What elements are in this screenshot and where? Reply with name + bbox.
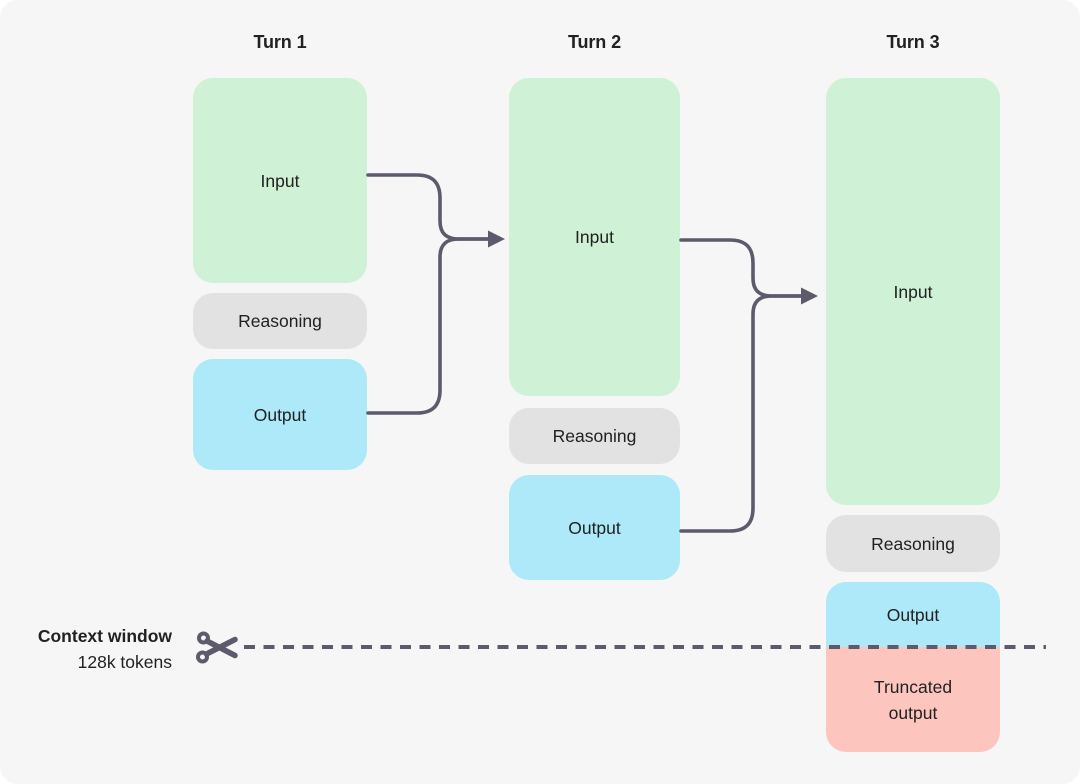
- turn-1-reasoning-label: Reasoning: [238, 311, 322, 331]
- turn-2-header: Turn 2: [567, 32, 622, 52]
- turn-2-input-block: Input: [509, 78, 680, 396]
- arrowhead-into-turn3-icon: [801, 287, 818, 305]
- turn-1-input-label: Input: [260, 170, 300, 191]
- turn-3-reasoning-label: Reasoning: [871, 533, 955, 554]
- turn-1-header: Turn 1: [253, 32, 307, 52]
- turn-3-header: Turn 3: [886, 32, 940, 52]
- scissors-icon: [196, 631, 238, 664]
- turn-1-output-label: Output: [253, 404, 307, 425]
- turn-1-input-block: Input: [193, 78, 367, 283]
- context-window-title: Context window: [37, 626, 172, 646]
- turn-1-output-block: Output: [193, 359, 367, 470]
- context-window-annotation: Context window 128k tokens: [18, 623, 172, 675]
- connector-turn2-input-line: [679, 238, 804, 298]
- turn-2-reasoning-block: Reasoning: [509, 408, 680, 464]
- turn-3-reasoning-block: Reasoning: [826, 515, 1000, 572]
- turn-3-truncated-output-label: Truncated output: [873, 676, 953, 723]
- connector-turn1-input-line: [366, 173, 491, 241]
- turn-3-output-label: Output: [886, 604, 940, 625]
- turn-3-truncated-output-block: Truncated output: [826, 647, 1000, 752]
- turn-3-input-label: Input: [893, 281, 933, 302]
- context-window-tokens: 128k tokens: [77, 652, 172, 672]
- turn-1-reasoning-block: Reasoning: [193, 293, 367, 349]
- turn-2-output-block: Output: [509, 475, 680, 580]
- turn-3-output-block: Output: [826, 582, 1000, 647]
- arrowhead-into-turn2-icon: [488, 230, 505, 248]
- turn-2-output-label: Output: [568, 517, 621, 538]
- connector-turn1-output-line: [366, 237, 491, 415]
- turn-2-input-label: Input: [575, 227, 614, 247]
- turn-2-reasoning-label: Reasoning: [552, 426, 637, 446]
- turn-3-input-block: Input: [826, 78, 1000, 505]
- connector-turn2-output-line: [679, 294, 804, 533]
